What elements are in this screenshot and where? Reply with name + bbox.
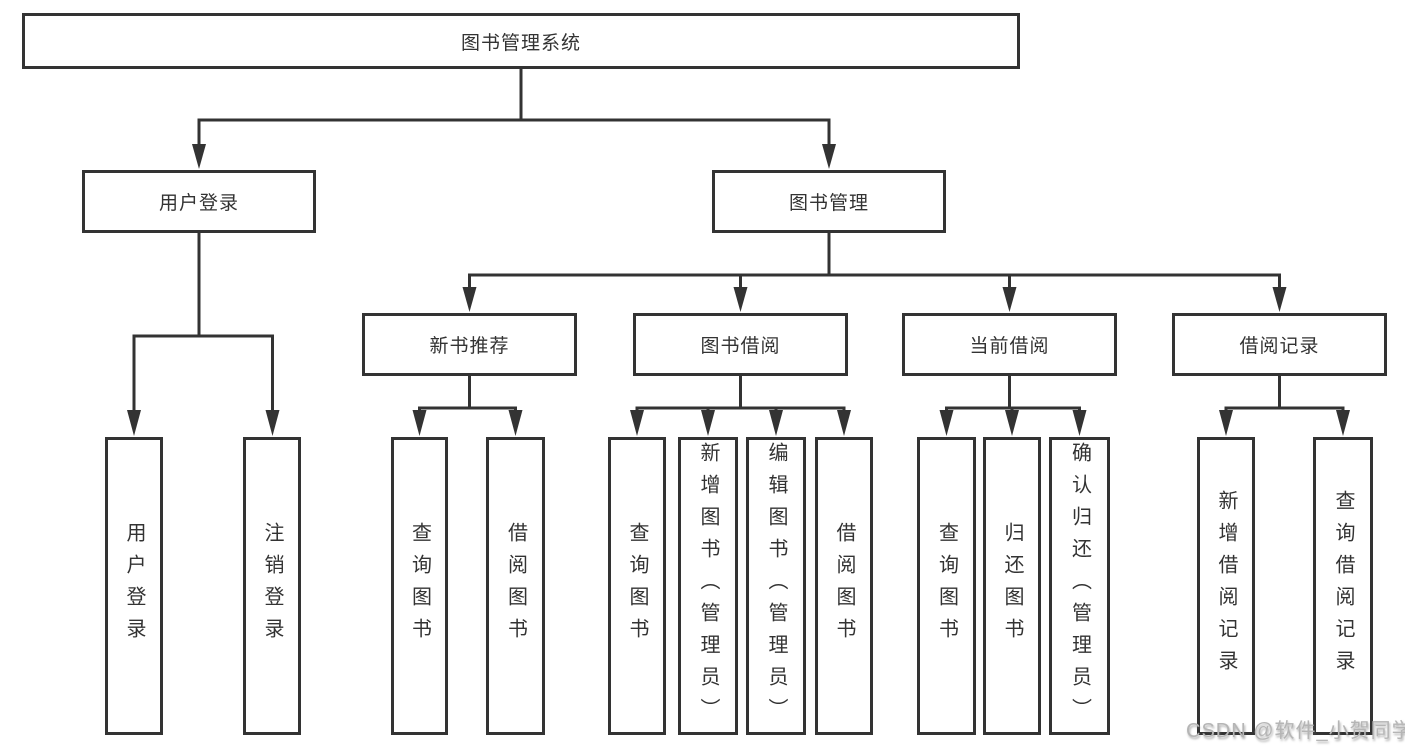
arrowhead (769, 410, 783, 436)
leaf-logout: 注销登录 (243, 437, 301, 735)
leaf-user-login: 用户登录 (105, 437, 163, 735)
leaf-return-books: 归还图书 (983, 437, 1041, 735)
arrowhead (1005, 410, 1019, 436)
node-label: 确认归还（管理员） (1068, 442, 1091, 730)
node-label: 图书管理系统 (460, 32, 581, 54)
node-label: 借阅图书 (504, 522, 527, 650)
node-label: 新书推荐 (429, 336, 510, 357)
node-new-book-recommend: 新书推荐 (362, 313, 577, 376)
leaf-borrow-books: 借阅图书 (815, 437, 873, 735)
node-label: 当前借阅 (969, 336, 1050, 357)
arrowhead (1336, 410, 1350, 436)
node-user-login: 用户登录 (82, 170, 316, 233)
arrowhead (192, 144, 206, 169)
branch-root (192, 69, 836, 169)
node-book-borrow: 图书借阅 (633, 313, 848, 376)
node-label: 图书借阅 (700, 336, 781, 357)
node-current-borrow: 当前借阅 (902, 313, 1117, 376)
leaf-edit-books-admin: 编辑图书（管理员） (746, 437, 806, 735)
arrowhead (1072, 410, 1087, 436)
node-label: 借阅图书 (833, 522, 855, 650)
arrowhead (1272, 287, 1287, 312)
node-label: 借阅记录 (1239, 336, 1320, 357)
node-book-management: 图书管理 (712, 170, 946, 233)
branch-current-borrow (939, 376, 1087, 436)
leaf-confirm-return-admin: 确认归还（管理员） (1049, 437, 1110, 735)
node-label: 编辑图书（管理员） (765, 442, 787, 730)
arrowhead (701, 410, 715, 436)
branch-book-management (462, 233, 1287, 312)
branch-borrow-records (1219, 376, 1350, 436)
arrowhead (837, 410, 851, 436)
branch-new-book-recommend (412, 376, 523, 436)
node-label: 用户登录 (123, 522, 145, 650)
arrowhead (508, 410, 523, 436)
node-label: 查询图书 (626, 522, 648, 650)
arrowhead (822, 144, 836, 169)
leaf-add-books-admin: 新增图书（管理员） (678, 437, 738, 735)
csdn-watermark: CSDN @软件_小贺同学 (1186, 720, 1405, 742)
arrowhead (127, 410, 141, 436)
node-label: 新增图书（管理员） (697, 442, 719, 730)
leaf-query-books-recommend: 查询图书 (391, 437, 448, 735)
branch-book-borrow (630, 376, 851, 436)
node-borrow-records: 借阅记录 (1172, 313, 1387, 376)
arrowhead (412, 410, 427, 436)
arrowhead (630, 410, 644, 436)
leaf-query-books-current: 查询图书 (917, 437, 976, 735)
leaf-query-borrow-record: 查询借阅记录 (1313, 437, 1373, 735)
leaf-borrow-books-recommend: 借阅图书 (486, 437, 545, 735)
branch-user-login (127, 233, 280, 436)
arrowhead (462, 287, 477, 312)
node-label: 用户登录 (158, 193, 239, 214)
node-label: 查询借阅记录 (1332, 490, 1354, 682)
node-label: 图书管理 (788, 193, 869, 214)
arrowhead (1002, 287, 1017, 312)
leaf-query-books-borrow: 查询图书 (608, 437, 666, 735)
node-label: 新增借阅记录 (1215, 490, 1237, 682)
node-label: 查询图书 (935, 522, 958, 650)
leaf-add-borrow-record: 新增借阅记录 (1197, 437, 1255, 735)
node-label: 归还图书 (1001, 522, 1023, 650)
arrowhead (1219, 410, 1233, 436)
arrowhead (733, 287, 748, 312)
node-label: 查询图书 (408, 522, 431, 650)
node-label: 注销登录 (261, 522, 283, 650)
arrowhead (265, 410, 280, 436)
arrowhead (939, 410, 954, 436)
node-root-library-system: 图书管理系统 (22, 13, 1020, 69)
